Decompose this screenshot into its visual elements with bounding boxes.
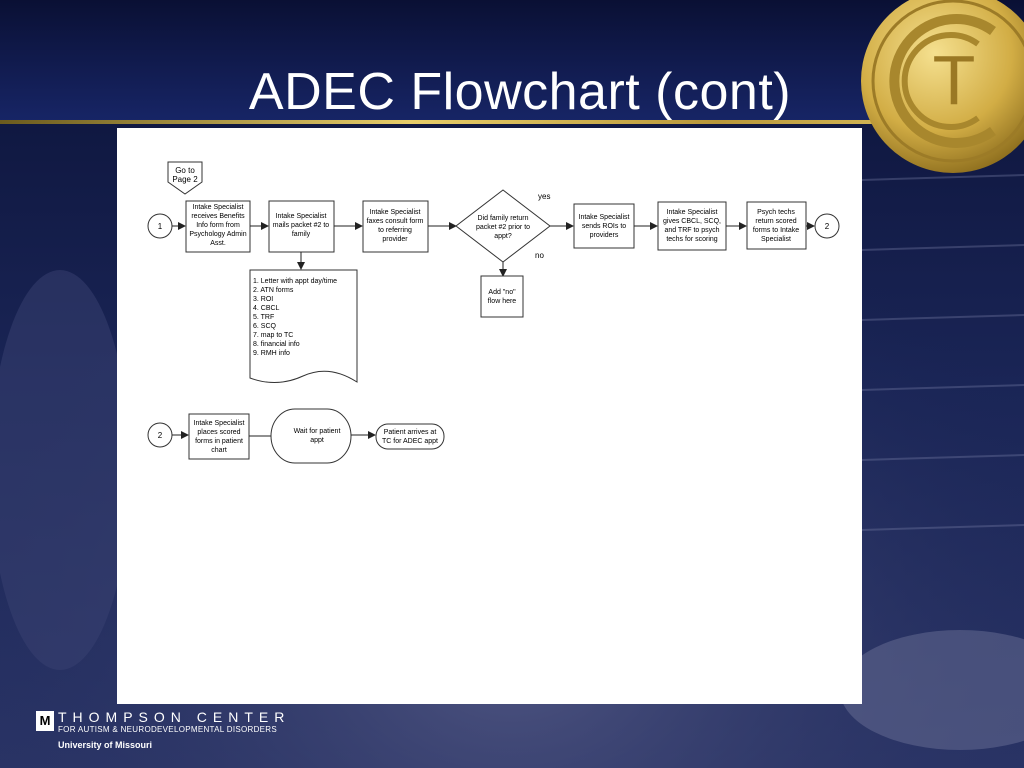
no-label: no <box>535 251 544 260</box>
svg-text:Patient arrives at: Patient arrives at <box>384 429 437 436</box>
svg-text:2: 2 <box>158 431 163 440</box>
svg-text:forms in patient: forms in patient <box>195 438 243 445</box>
packet-item: 4. CBCL <box>253 305 280 312</box>
yes-label: yes <box>538 192 550 201</box>
svg-text:chart: chart <box>211 447 227 454</box>
packet-item: 9. RMH info <box>253 350 290 357</box>
svg-text:Intake Specialist: Intake Specialist <box>194 420 245 427</box>
svg-text:Go to: Go to <box>175 166 195 175</box>
step-sends-rois: Intake Specialist sends ROIs to provider… <box>574 204 634 248</box>
svg-text:family: family <box>292 231 311 238</box>
svg-text:to referring: to referring <box>378 227 412 234</box>
step-gives-forms-to-psych-techs: Intake Specialist gives CBCL, SCQ, and T… <box>658 202 726 250</box>
svg-text:Intake Specialist: Intake Specialist <box>276 213 327 220</box>
svg-text:flow here: flow here <box>488 298 517 305</box>
thompson-center-coin-logo: T <box>858 0 1024 176</box>
svg-text:Info form from: Info form from <box>196 222 240 229</box>
slide-title: ADEC Flowchart (cont) <box>170 62 870 122</box>
svg-text:Psychology Admin: Psychology Admin <box>189 231 246 238</box>
coin-letter: T <box>933 41 976 119</box>
svg-text:TC for ADEC appt: TC for ADEC appt <box>382 438 438 445</box>
flowchart-canvas: Go to Page 2 1 Intake Specialist receive… <box>117 128 862 704</box>
university-name: University of Missouri <box>58 740 152 750</box>
svg-text:and TRF to psych: and TRF to psych <box>664 227 719 234</box>
svg-text:Psych techs: Psych techs <box>757 209 795 216</box>
packet-item: 3. ROI <box>253 296 273 303</box>
svg-text:appt: appt <box>310 437 324 444</box>
step-receives-benefits-form: Intake Specialist receives Benefits Info… <box>186 201 250 252</box>
svg-text:Page 2: Page 2 <box>172 175 198 184</box>
offpage-connector: Go to Page 2 <box>168 162 202 194</box>
svg-text:Specialist: Specialist <box>761 236 791 243</box>
svg-text:provider: provider <box>382 236 408 243</box>
svg-text:Did family return: Did family return <box>478 215 529 222</box>
svg-text:appt?: appt? <box>494 233 512 240</box>
packet-item: 6. SCQ <box>253 323 277 330</box>
svg-text:places scored: places scored <box>197 429 240 436</box>
connector-circle-2-end: 2 <box>815 214 839 238</box>
svg-text:2: 2 <box>825 222 830 231</box>
packet-contents-document: 1. Letter with appt day/time 2. ATN form… <box>250 270 357 383</box>
svg-text:Add "no": Add "no" <box>488 289 516 296</box>
svg-text:1: 1 <box>158 222 163 231</box>
svg-text:techs for scoring: techs for scoring <box>666 236 717 243</box>
step-psych-techs-return-forms: Psych techs return scored forms to Intak… <box>747 202 806 249</box>
no-flow-placeholder: Add "no" flow here <box>481 276 523 317</box>
terminator-patient-arrives: Patient arrives at TC for ADEC appt <box>376 424 444 449</box>
svg-text:gives CBCL, SCQ,: gives CBCL, SCQ, <box>663 218 721 225</box>
svg-text:packet #2 prior to: packet #2 prior to <box>476 224 530 231</box>
connector-circle-1: 1 <box>148 214 172 238</box>
svg-text:sends ROIs to: sends ROIs to <box>582 223 626 230</box>
svg-text:providers: providers <box>590 232 619 239</box>
svg-text:receives Benefits: receives Benefits <box>191 213 245 220</box>
packet-item: 7. map to TC <box>253 332 293 339</box>
connector-circle-2-start: 2 <box>148 423 172 447</box>
svg-text:Intake Specialist: Intake Specialist <box>667 209 718 216</box>
svg-text:Intake Specialist: Intake Specialist <box>370 209 421 216</box>
svg-text:return scored: return scored <box>755 218 796 225</box>
delay-wait-for-appt: Wait for patient appt <box>271 409 351 463</box>
svg-text:mails packet #2 to: mails packet #2 to <box>273 222 330 229</box>
packet-item: 5. TRF <box>253 314 274 321</box>
svg-text:faxes consult form: faxes consult form <box>367 218 424 225</box>
mizzou-m-icon: M <box>36 711 54 731</box>
svg-text:Intake Specialist: Intake Specialist <box>193 204 244 211</box>
org-name: THOMPSON CENTER <box>58 709 290 725</box>
step-mails-packet: Intake Specialist mails packet #2 to fam… <box>269 201 334 252</box>
org-subtitle: FOR AUTISM & NEURODEVELOPMENTAL DISORDER… <box>58 725 277 734</box>
step-places-forms-in-chart: Intake Specialist places scored forms in… <box>189 414 249 459</box>
svg-text:Asst.: Asst. <box>210 240 226 247</box>
packet-item: 1. Letter with appt day/time <box>253 278 337 285</box>
step-faxes-consult-form: Intake Specialist faxes consult form to … <box>363 201 428 252</box>
packet-item: 8. financial info <box>253 341 300 348</box>
svg-text:forms to Intake: forms to Intake <box>753 227 799 234</box>
packet-item: 2. ATN forms <box>253 287 294 294</box>
svg-text:Intake Specialist: Intake Specialist <box>579 214 630 221</box>
svg-text:Wait for patient: Wait for patient <box>294 428 341 435</box>
